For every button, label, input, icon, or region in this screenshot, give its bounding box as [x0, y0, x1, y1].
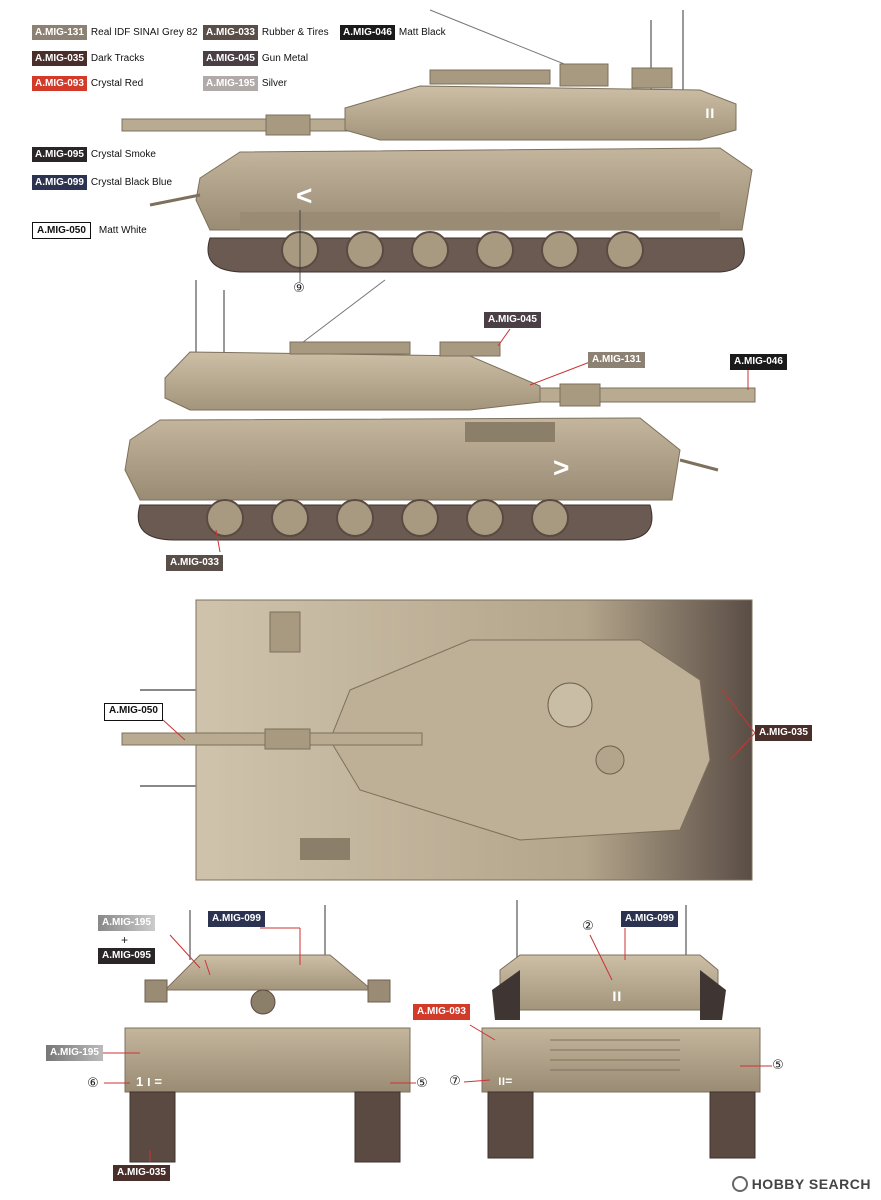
side1-chevron-marking: <: [296, 180, 313, 211]
legend-label: Matt Black: [398, 27, 446, 38]
side2-chevron-marking: >: [553, 452, 570, 483]
front-view: [100, 905, 416, 1163]
side-view-left: [121, 9, 753, 282]
legend-item-mig099: A.MIG-099 Crystal Black Blue: [32, 175, 172, 190]
side1-turret-marking: וו: [705, 105, 715, 122]
marker-5-front: ⑤: [416, 1075, 428, 1090]
watermark: HOBBY SEARCH: [731, 1176, 871, 1192]
watermark-text: HOBBY SEARCH: [751, 1176, 871, 1192]
callout-front-mig099: A.MIG-099: [208, 911, 265, 927]
legend-item-mig033: A.MIG-033 Rubber & Tires: [203, 25, 329, 40]
rear-plate-marking: וו=: [498, 1074, 513, 1088]
legend-label: Matt White: [98, 225, 147, 236]
callout-front-mig195-side: A.MIG-195: [46, 1045, 103, 1061]
callout-front-plus: +: [121, 933, 129, 947]
legend-item-mig035: A.MIG-035 Dark Tracks: [32, 51, 144, 66]
top-view: [121, 599, 756, 881]
front-plate-marking: ו 1 =: [136, 1074, 162, 1089]
callout-side2-mig046: A.MIG-046: [730, 354, 787, 370]
side2-turret-marking: וו: [148, 375, 158, 392]
legend-item-mig131: A.MIG-131 Real IDF SINAI Grey 82: [32, 25, 198, 40]
callout-front-mig035: A.MIG-035: [113, 1165, 170, 1181]
legend-item-mig046: A.MIG-046 Matt Black: [340, 25, 446, 40]
callout-rear-mig099: A.MIG-099: [621, 911, 678, 927]
legend-item-mig045: A.MIG-045 Gun Metal: [203, 51, 308, 66]
callout-side2-mig045: A.MIG-045: [484, 312, 541, 328]
hobby-search-logo-icon: [731, 1176, 748, 1192]
legend-item-mig050: A.MIG-050 Matt White: [32, 222, 147, 239]
legend-label: Gun Metal: [261, 53, 309, 64]
marker-5-rear: ⑤: [772, 1057, 784, 1072]
callout-front-mig195-top: A.MIG-195: [98, 915, 155, 931]
legend-item-mig093: A.MIG-093 Crystal Red: [32, 76, 143, 91]
rear-turret-marking: וו: [612, 988, 622, 1005]
callout-side2-mig131: A.MIG-131: [588, 352, 645, 368]
legend-chip: A.MIG-195: [203, 76, 258, 91]
legend-label: Rubber & Tires: [261, 27, 329, 38]
rear-view: [463, 900, 772, 1159]
callout-top-mig035: A.MIG-035: [755, 725, 812, 741]
legend-chip: A.MIG-045: [203, 51, 258, 66]
callout-rear-mig093: A.MIG-093: [413, 1004, 470, 1020]
legend-chip: A.MIG-099: [32, 175, 87, 190]
marker-6: ⑥: [87, 1075, 99, 1090]
legend-label: Crystal Smoke: [90, 149, 156, 160]
legend-chip: A.MIG-033: [203, 25, 258, 40]
legend-chip: A.MIG-035: [32, 51, 87, 66]
legend-chip: A.MIG-093: [32, 76, 87, 91]
legend-chip: A.MIG-131: [32, 25, 87, 40]
legend-item-mig095: A.MIG-095 Crystal Smoke: [32, 147, 156, 162]
marker-2: ②: [582, 918, 594, 933]
side-view-right: [124, 279, 756, 553]
marker-9: ⑨: [293, 280, 305, 295]
legend-label: Real IDF SINAI Grey 82: [90, 27, 198, 38]
callout-front-mig095: A.MIG-095: [98, 948, 155, 964]
callout-side2-mig033: A.MIG-033: [166, 555, 223, 571]
legend-label: Dark Tracks: [90, 53, 145, 64]
legend-chip: A.MIG-046: [340, 25, 395, 40]
marker-7: ⑦: [449, 1073, 461, 1088]
legend-item-mig195: A.MIG-195 Silver: [203, 76, 287, 91]
legend-chip: A.MIG-050: [32, 222, 91, 239]
legend-label: Crystal Black Blue: [90, 177, 173, 188]
legend-label: Silver: [261, 78, 287, 89]
legend-label: Crystal Red: [90, 78, 144, 89]
callout-top-mig050: A.MIG-050: [104, 703, 163, 721]
legend-chip: A.MIG-095: [32, 147, 87, 162]
